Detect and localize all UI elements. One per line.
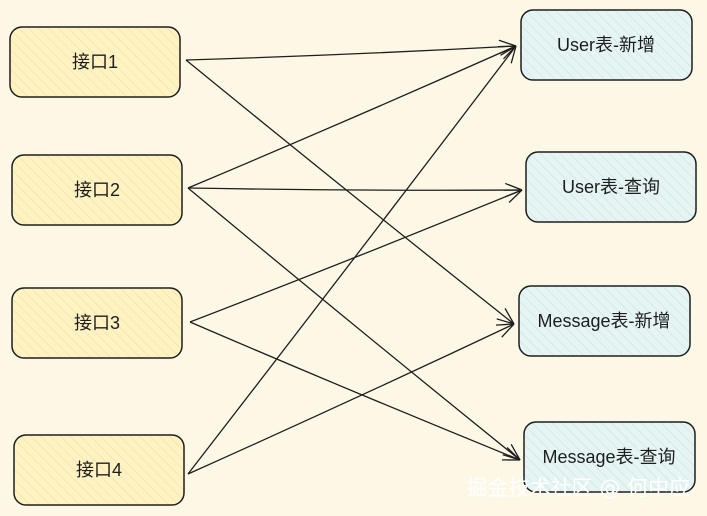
node-label: 接口2 [74,180,120,200]
node-operation-message-query: Message表-查询 [523,421,696,493]
node-label: Message表-新增 [537,311,670,331]
arrow-line [187,323,515,475]
arrow-head [506,447,521,461]
arrow-head [505,182,523,191]
arrow-line [187,187,521,461]
edge-i3-o2 [189,189,523,323]
edge-i1-o3 [185,59,515,325]
node-operation-user-insert: User表-新增 [520,9,693,81]
node-label: User表-新增 [557,35,655,55]
node-box [9,26,181,98]
node-operation-user-query: User表-查询 [525,151,697,223]
arrow-head [498,39,517,47]
node-label: User表-查询 [562,177,660,197]
node-box [13,434,185,506]
node-box [523,421,696,493]
arrow-head [510,45,517,64]
node-operation-message-insert: Message表-新增 [518,285,691,357]
node-box [520,9,693,81]
node-label: 接口1 [72,52,118,72]
arrow-head [495,323,515,326]
arrow-head [500,45,517,56]
arrow-head [501,323,515,338]
node-box [525,151,697,223]
watermark-text: 掘金技术社区 @ 何中应 [467,476,690,500]
node-interface-1: 接口1 [9,26,181,98]
arrow-line [187,45,517,189]
node-label: 接口3 [74,313,120,333]
node-label: Message表-查询 [542,447,675,467]
arrow-head [496,318,515,325]
node-box [11,154,183,226]
arrow-line [187,187,523,191]
node-interface-2: 接口2 [11,154,183,226]
arrow-head [510,443,521,461]
arrow-line [185,59,515,325]
node-interface-3: 接口3 [11,287,183,359]
node-box [11,287,183,359]
arrow-line [189,189,523,323]
edges-layer [185,39,523,475]
arrow-head [504,308,515,325]
arrow-line [187,45,517,475]
edge-i4-o3 [187,323,515,475]
arrow-line [185,45,517,61]
node-label: 接口4 [76,460,122,480]
edge-i4-o1 [187,45,517,475]
edge-i1-o1 [185,39,517,61]
arrow-head [508,189,523,203]
arrow-head [497,45,517,48]
node-box [518,285,691,357]
edge-i3-o4 [189,321,521,461]
node-interface-4: 接口4 [13,434,185,506]
edge-i2-o2 [187,182,523,198]
edge-i2-o1 [187,45,517,189]
arrow-line [189,321,521,461]
edge-i2-o4 [187,187,521,461]
